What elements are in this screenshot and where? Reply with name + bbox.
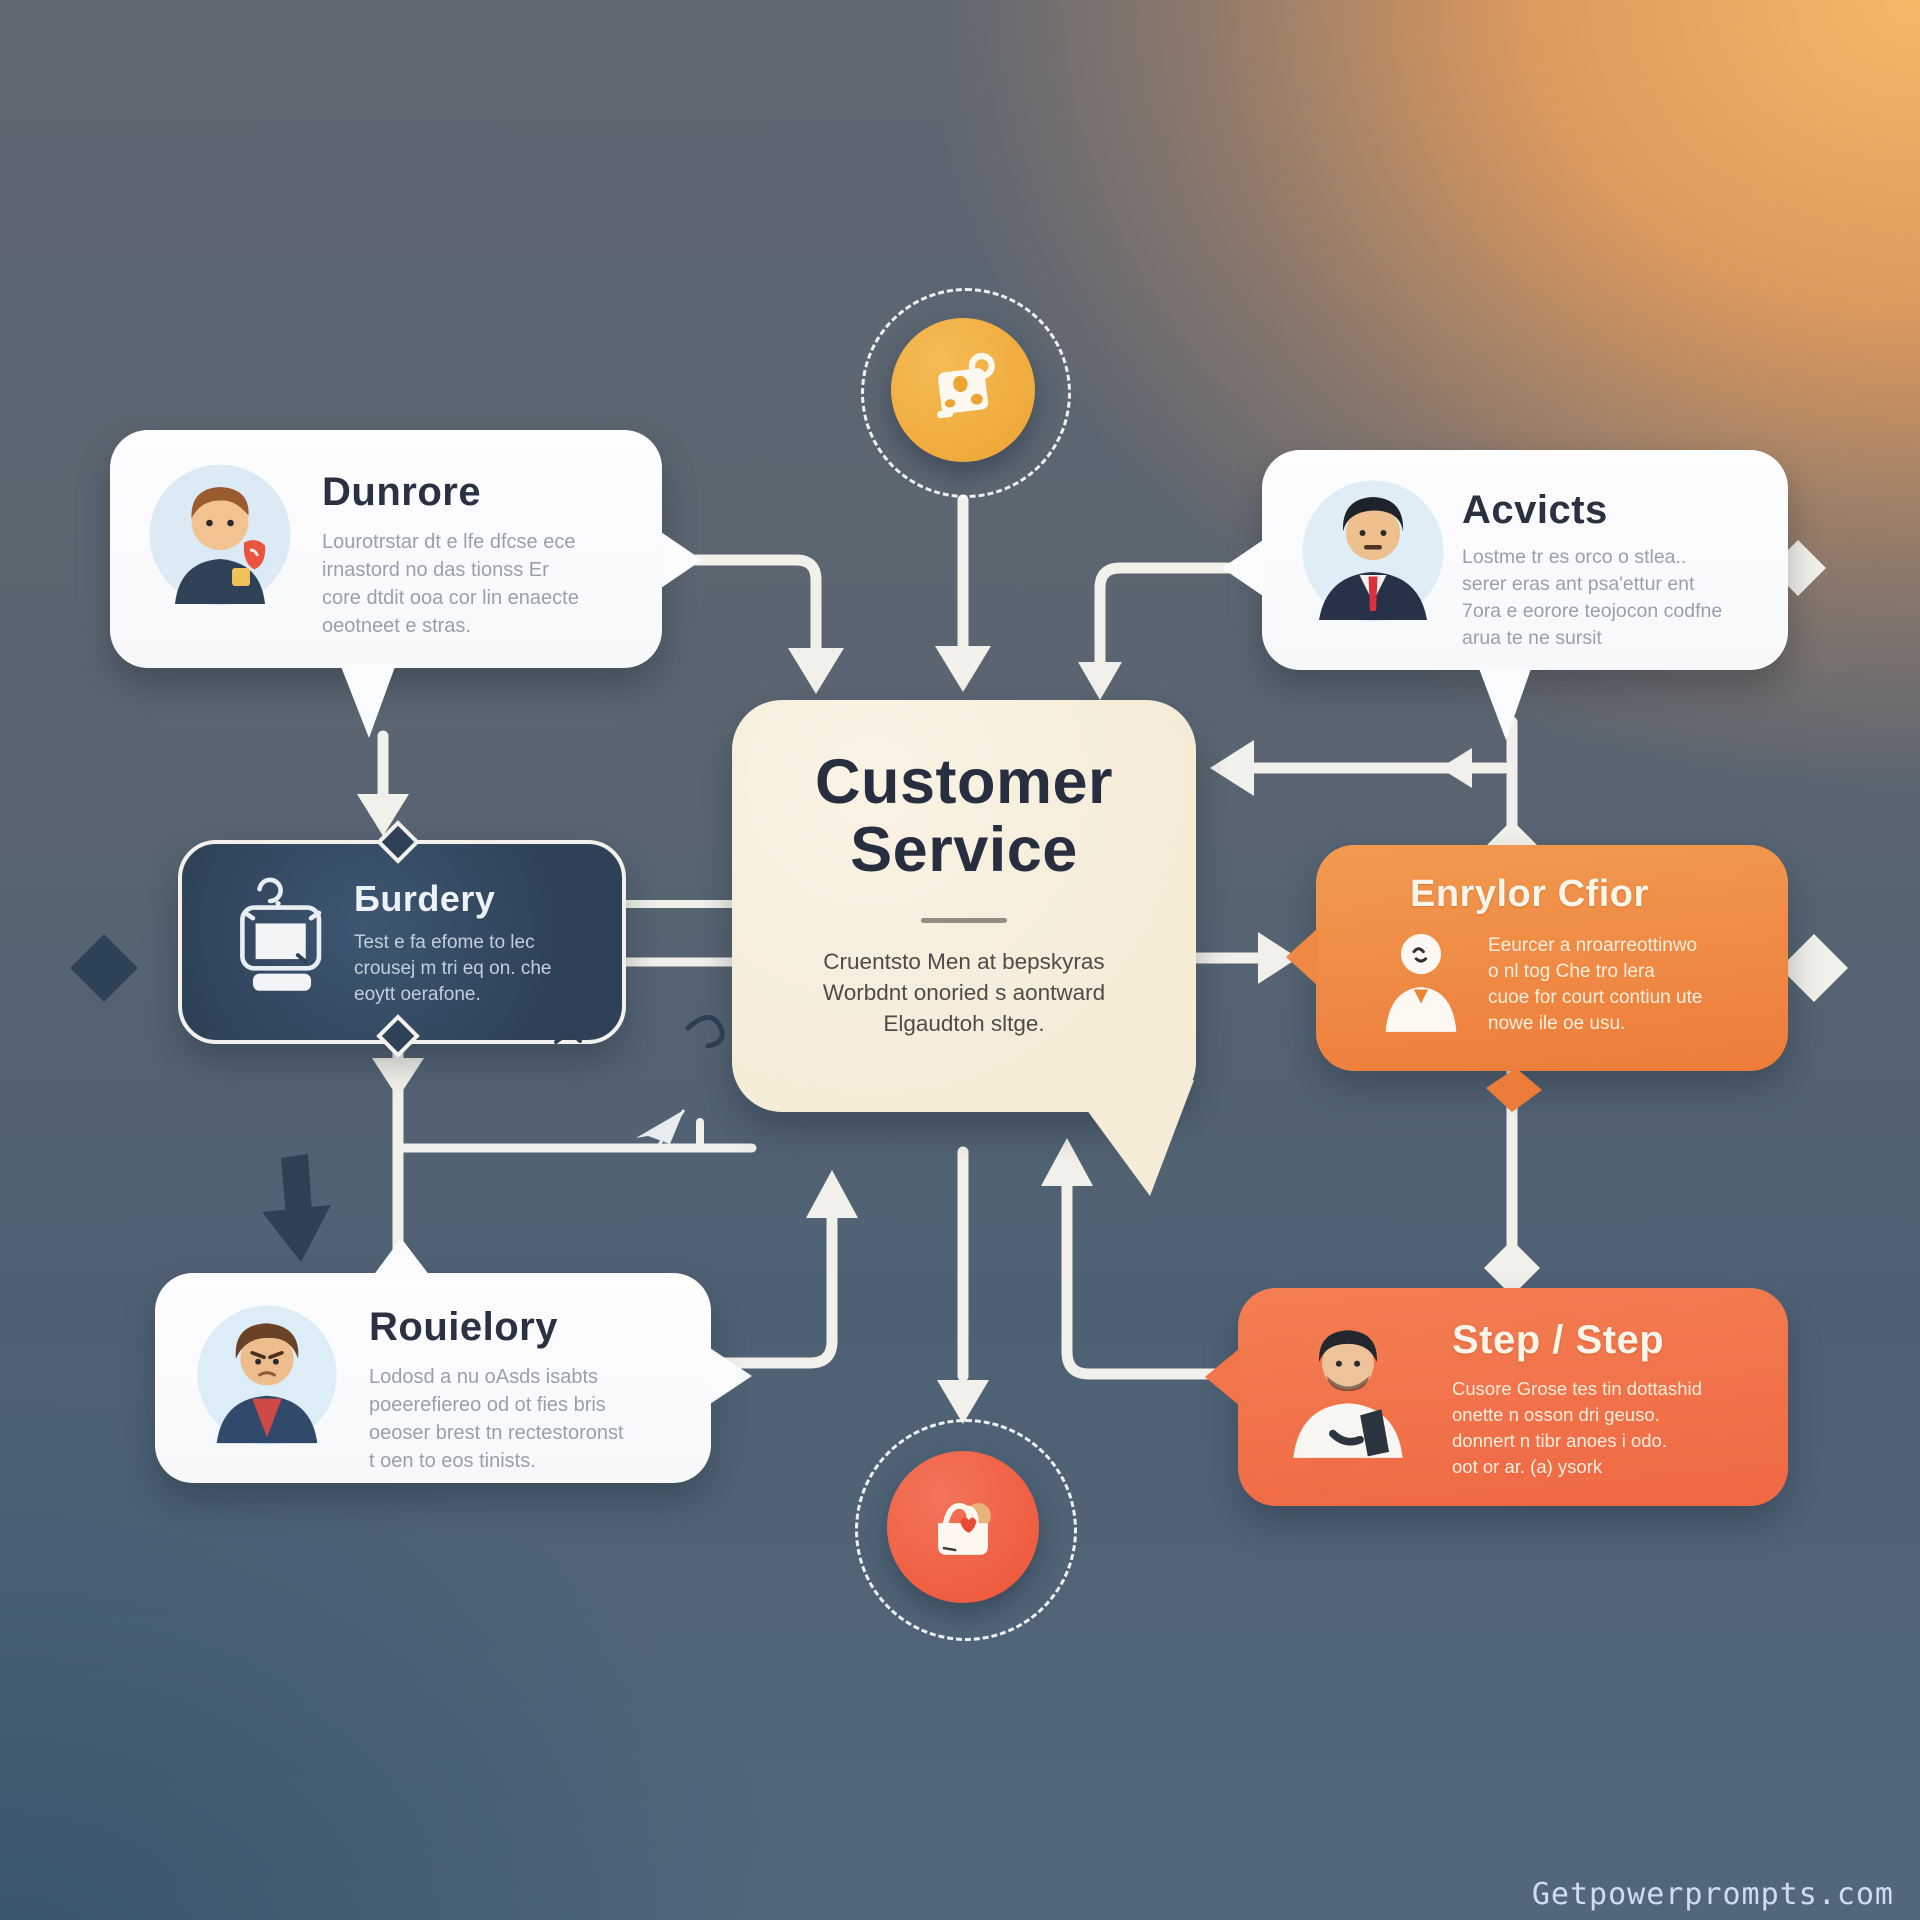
node-card-rouielory: Rouielory Lodosd a nu oAsds isabts poeer… bbox=[155, 1273, 711, 1483]
center-description: Cruentsto Men at bepskyras Worbdnt onori… bbox=[822, 949, 1106, 1036]
angry-man-avatar-icon bbox=[197, 1305, 337, 1445]
node-description: Lostme tr es orco o stlea.. serer eras a… bbox=[1462, 546, 1723, 649]
node-title: Enrylor Cfior bbox=[1410, 873, 1649, 915]
package-box-icon bbox=[937, 352, 995, 419]
node-description: Cusore Grose tes tin dottashid onette n … bbox=[1452, 1378, 1702, 1477]
node-description: Lodosd a nu oAsds isabts poeerefiereo od… bbox=[369, 1366, 624, 1472]
dashed-ring bbox=[855, 1419, 1077, 1641]
node-card-acvicts: Acvicts Lostme tr es orco o stlea.. sere… bbox=[1262, 450, 1788, 670]
node-title: Step / Step bbox=[1452, 1318, 1665, 1362]
watermark-text: Getpowerprompts.com bbox=[1531, 1877, 1894, 1912]
node-title: Acvicts bbox=[1462, 488, 1608, 532]
node-card-dunrore: Dunrore Lourotrstar dt e lfe dfcse ece i… bbox=[110, 430, 662, 668]
node-card-enrylor: Enrylor Cfior Eeurcer a nroarreottinwo o… bbox=[1316, 845, 1788, 1071]
curl-doodle bbox=[685, 1015, 725, 1049]
node-description: Lourotrstar dt e lfe dfcse ece irnastord… bbox=[322, 531, 579, 637]
center-bubble-card: Customer Service Cruentsto Men at bepsky… bbox=[732, 700, 1196, 1112]
title-divider bbox=[921, 918, 1007, 923]
node-title: Dunrore bbox=[322, 470, 482, 514]
male-avatar-icon bbox=[149, 464, 291, 606]
bearded-man-avatar-icon bbox=[1293, 1330, 1403, 1458]
node-description: Test e fa efome to lec crousej m tri eq … bbox=[354, 932, 552, 1005]
shopping-bag-icon bbox=[938, 1502, 991, 1555]
paper-plane-doodle bbox=[636, 1109, 686, 1147]
node-title: Rouielory bbox=[369, 1305, 558, 1349]
node-card-step: Step / Step Cusore Grose tes tin dottash… bbox=[1238, 1288, 1788, 1506]
down-arrow-doodle bbox=[262, 1154, 331, 1262]
bottom-circle-node bbox=[887, 1451, 1039, 1603]
node-description: Eeurcer a nroarreottinwo o nl tog Che tr… bbox=[1488, 935, 1703, 1034]
diagram-title: Customer Service bbox=[814, 747, 1114, 886]
computer-desk-icon bbox=[240, 877, 322, 991]
dashed-ring bbox=[861, 288, 1071, 498]
top-circle-node bbox=[891, 318, 1035, 462]
node-card-burdery: Бurdery Test e fa efome to lec crousej m… bbox=[178, 840, 626, 1044]
node-title: Бurdery bbox=[354, 878, 496, 919]
person-icon bbox=[1385, 933, 1457, 1032]
businessman-avatar-icon bbox=[1302, 480, 1444, 622]
